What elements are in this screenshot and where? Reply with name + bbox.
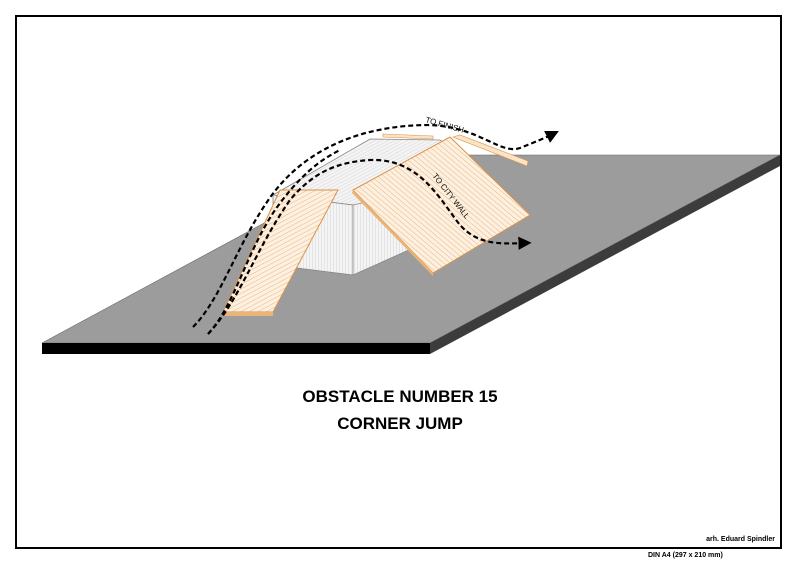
path-to-finish bbox=[192, 123, 559, 328]
author-credit: arh. Eduard Spindler bbox=[706, 536, 775, 543]
paper-format: DIN A4 (297 x 210 mm) bbox=[648, 552, 723, 559]
big-ramp bbox=[352, 136, 531, 274]
path-to-city-wall bbox=[207, 158, 532, 335]
label-to-finish: TO FINISH bbox=[424, 115, 465, 135]
obstacle-subtitle: CORNER JUMP bbox=[337, 414, 463, 433]
rear-rim-board bbox=[382, 133, 434, 140]
drawing-frame bbox=[15, 15, 782, 549]
big-ramp-edge bbox=[352, 190, 433, 276]
obstacle-title: OBSTACLE NUMBER 15 bbox=[302, 387, 498, 406]
left-ramp-edge bbox=[223, 312, 273, 316]
rear-ramp bbox=[452, 134, 529, 167]
plate-side bbox=[430, 155, 780, 354]
path-to-finish-2 bbox=[207, 149, 341, 335]
plate-front bbox=[42, 343, 430, 354]
